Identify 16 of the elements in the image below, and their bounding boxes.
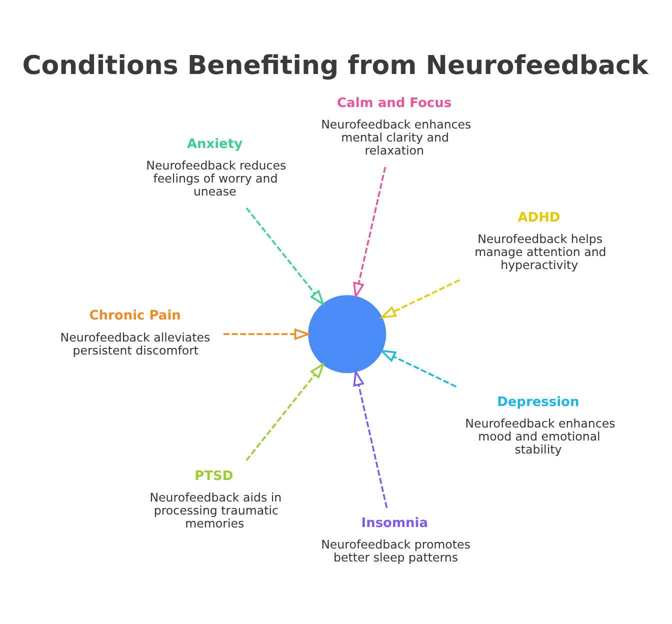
node-text: Insomnia Neurofeedback promotes better sleep patterns	[321, 516, 470, 564]
node-text: Calm and Focus Neurofeedback enhances mental clarity and relaxation	[321, 96, 472, 158]
arrow	[353, 166, 386, 300]
arrow	[246, 362, 325, 461]
node-circle	[308, 295, 386, 374]
arrow	[353, 369, 388, 508]
arrow	[380, 279, 460, 318]
node-text: Anxiety Neurofeedback reduces feelings of worry and unease	[146, 136, 286, 198]
diagram-title: Conditions Benefiting from Neurofeedback	[22, 51, 648, 82]
arrow	[379, 350, 457, 388]
node-text: Chronic Pain Neurofeedback alleviates persistent discomfort	[60, 308, 210, 358]
arrow	[246, 207, 325, 306]
arrow	[224, 328, 311, 340]
node-text: ADHD Neurofeedback helps manage attention and hyperactivity	[474, 210, 606, 272]
node-text: Depression Neurofeedback enhances mood and emotional stability	[465, 394, 616, 456]
node-text: PTSD Neurofeedback aids in processing traumatic memories	[150, 468, 282, 530]
